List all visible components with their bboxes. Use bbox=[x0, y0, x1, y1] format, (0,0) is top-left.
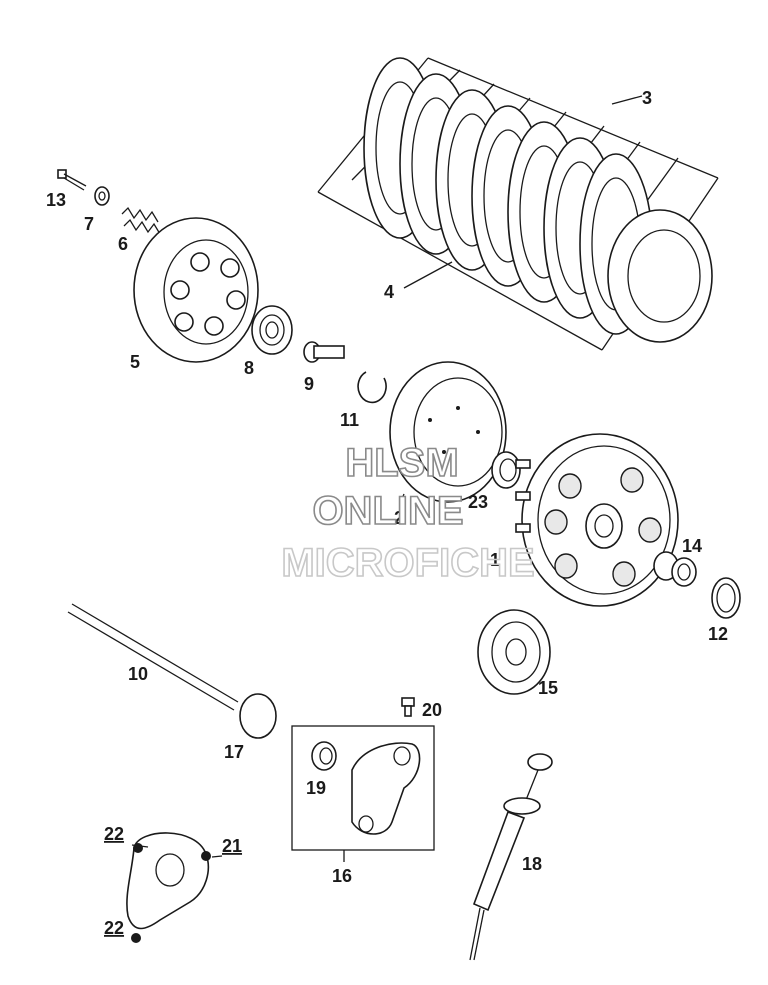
label-part-14: 14 bbox=[682, 536, 702, 556]
seal-19 bbox=[311, 741, 337, 771]
circlip-11 bbox=[357, 371, 387, 404]
washer-12 bbox=[711, 577, 741, 619]
label-part-17: 17 bbox=[224, 742, 244, 762]
leader-21 bbox=[211, 855, 223, 858]
label-part-13: 13 bbox=[46, 190, 66, 210]
label-part-9: 9 bbox=[304, 374, 314, 394]
label-part-8: 8 bbox=[244, 358, 254, 378]
label-part-1: 1 bbox=[490, 550, 500, 570]
label-part-22-top: 22 bbox=[104, 824, 124, 844]
part-labels: 1 2 3 4 5 6 7 8 9 10 11 12 13 14 15 16 1… bbox=[46, 88, 728, 938]
label-part-18: 18 bbox=[522, 854, 542, 874]
label-part-16: 16 bbox=[332, 866, 352, 886]
watermark-line-1: HLSM bbox=[345, 441, 458, 485]
label-part-20: 20 bbox=[422, 700, 442, 720]
push-rod-10 bbox=[67, 603, 239, 711]
label-part-5: 5 bbox=[130, 352, 140, 372]
label-part-19: 19 bbox=[306, 778, 326, 798]
pressure-plate-5 bbox=[133, 217, 259, 363]
label-part-2: 2 bbox=[394, 508, 404, 528]
clutch-plates bbox=[363, 57, 713, 343]
label-part-22-bottom: 22 bbox=[104, 918, 124, 938]
label-part-11: 11 bbox=[340, 410, 359, 430]
label-part-10: 10 bbox=[128, 664, 148, 684]
label-part-21: 21 bbox=[222, 836, 242, 856]
watermark-line-2: ONLINE bbox=[312, 489, 463, 533]
inner-hub-2 bbox=[389, 361, 507, 503]
gear-15 bbox=[477, 609, 551, 695]
screw-20 bbox=[401, 697, 415, 717]
clutch-plate-stack bbox=[317, 57, 719, 351]
watermark-line-3: MICROFICHE bbox=[281, 541, 534, 585]
clutch-cover-21 bbox=[126, 832, 211, 943]
label-part-7: 7 bbox=[84, 214, 94, 234]
label-part-15: 15 bbox=[538, 678, 558, 698]
leader-4 bbox=[403, 261, 453, 289]
spring-6 bbox=[121, 206, 161, 235]
pressure-piece-9 bbox=[303, 341, 345, 363]
leader-3 bbox=[611, 95, 643, 105]
actuator-group-16 bbox=[291, 725, 435, 862]
label-part-3: 3 bbox=[642, 88, 652, 108]
bolt-13 bbox=[57, 169, 87, 191]
label-part-6: 6 bbox=[118, 234, 128, 254]
label-part-12: 12 bbox=[708, 624, 728, 644]
clutch-basket-1 bbox=[515, 433, 679, 607]
o-ring-17 bbox=[239, 693, 277, 739]
release-lever-16 bbox=[351, 742, 421, 835]
bearing-8 bbox=[251, 305, 293, 355]
label-part-23: 23 bbox=[468, 492, 488, 512]
thrust-washer-23 bbox=[491, 451, 521, 489]
leader-2 bbox=[399, 493, 405, 505]
label-part-4: 4 bbox=[384, 282, 394, 302]
leader-22-top bbox=[131, 844, 149, 848]
bushing-14 bbox=[653, 551, 697, 587]
watermark: HLSM ONLINE MICROFICHE bbox=[281, 440, 536, 586]
washer-7 bbox=[94, 186, 110, 206]
syringe-18 bbox=[469, 753, 553, 961]
